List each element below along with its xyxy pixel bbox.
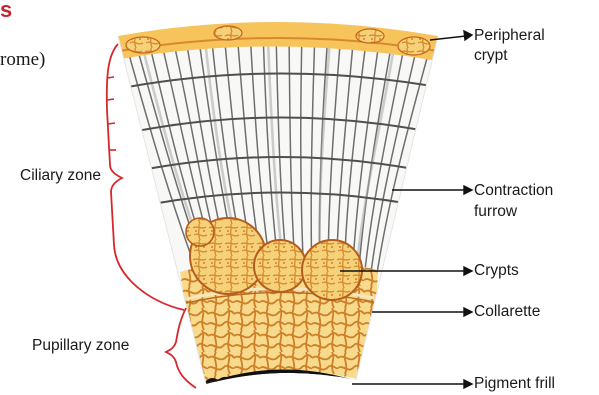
label-pupillary-zone: Pupillary zone	[32, 336, 129, 356]
label-peripheral-line2: crypt	[474, 46, 508, 66]
iris-sector	[100, 0, 460, 395]
label-crypts: Crypts	[474, 261, 519, 281]
label-contraction-line1: Contraction	[474, 181, 553, 201]
label-collarette: Collarette	[474, 302, 540, 322]
label-pigment-frill: Pigment frill	[474, 374, 555, 394]
label-ciliary-zone: Ciliary zone	[20, 166, 101, 186]
label-contraction-line2: furrow	[474, 202, 517, 222]
label-peripheral-line1: Peripheral	[474, 26, 545, 46]
